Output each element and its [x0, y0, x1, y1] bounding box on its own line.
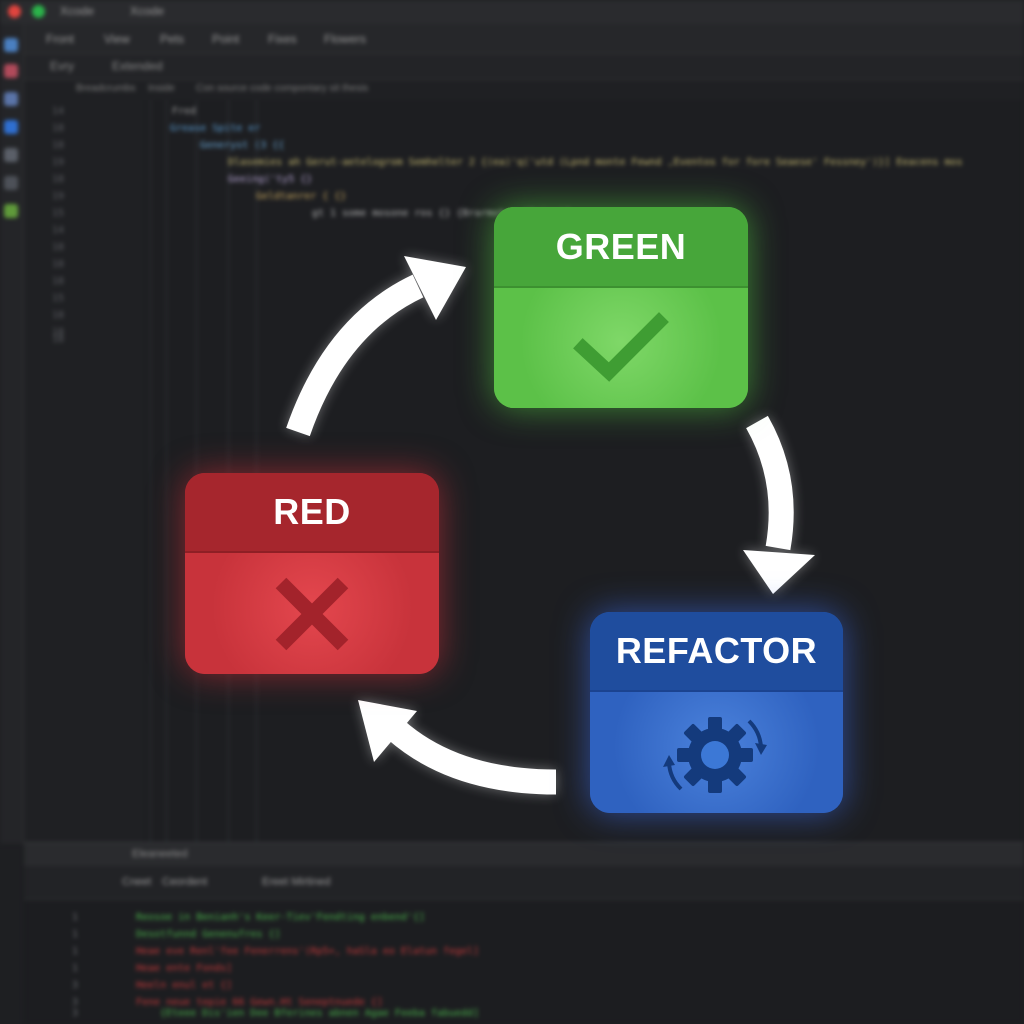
refactor-label: REFACTOR: [615, 630, 818, 671]
arrow-head-refactor: [743, 550, 815, 594]
code-line: Dlasemies ah Gerut-aetelogrom Semhelter …: [228, 157, 963, 168]
line-number: 15: [52, 293, 65, 304]
red-card-header: RED: [185, 473, 439, 553]
toolbar-item[interactable]: Evry: [50, 59, 74, 73]
console-line: Heeln enul et {]: [136, 980, 233, 991]
menu-item[interactable]: View: [104, 32, 130, 46]
console-line-number: 1: [72, 929, 79, 940]
panel-toolbar-item[interactable]: Cneet: [122, 876, 152, 888]
console-line: Reosoe in Benianh's Keer-Tiev'Fendting e…: [136, 912, 425, 923]
line-number: 18: [52, 174, 65, 185]
menu-item[interactable]: Front: [46, 32, 75, 46]
line-number: 18: [52, 140, 65, 151]
line-number: 15: [52, 208, 65, 219]
arrow-refactor-to-red: [387, 720, 557, 795]
console-line-number: 1: [72, 912, 79, 923]
editor-toolbar: Evry Extended: [24, 54, 1024, 80]
breadcrumb: Breadcrumbs Inside Con source code compo…: [24, 80, 1024, 100]
history-icon[interactable]: [4, 176, 18, 190]
source-control-icon[interactable]: [4, 92, 18, 106]
console-output[interactable]: 1 1 1 1 3 3 3 Reosoe in Benianh's Keer-T…: [24, 900, 1024, 1024]
red-card-body: [185, 553, 439, 674]
line-number: 18: [52, 310, 65, 321]
line-number: 18: [52, 123, 65, 134]
console-line-number: 1: [72, 963, 79, 974]
green-card-body: [494, 288, 748, 408]
code-line: Fred: [172, 106, 197, 117]
console-line: Desotfunnd Genenufres {]: [136, 929, 281, 940]
activity-bar: [0, 24, 24, 844]
line-number: 14: [52, 225, 65, 236]
code-line: gt 1 some mosone ros {} {Brarmoter (['in…: [312, 208, 571, 219]
breadcrumb-item[interactable]: Breadcrumbs: [76, 83, 136, 94]
line-number: 14: [52, 106, 65, 117]
console-line: Heae ente Fonds]: [136, 963, 233, 974]
line-number: 19: [52, 191, 65, 202]
refactor-card: REFACTOR: [590, 612, 843, 813]
console-line-number: 3: [72, 997, 79, 1008]
arrow-head-green: [404, 256, 466, 320]
panel-toolbar-item[interactable]: Ceordent: [162, 876, 208, 888]
line-number: 18: [52, 259, 65, 270]
gear-refresh-icon: [662, 716, 767, 793]
menu-item[interactable]: Pets: [160, 32, 185, 46]
refactor-card-body: [590, 692, 843, 813]
arrow-red-to-green: [286, 274, 424, 437]
console-line-number: 3: [72, 1008, 79, 1019]
indent-guide: [150, 100, 151, 842]
code-line: Geeing('ty5 {}: [228, 174, 313, 185]
bottom-panel-header: Eleaneeted: [24, 842, 1024, 866]
debug-icon[interactable]: [4, 120, 18, 134]
close-window-button[interactable]: [8, 5, 21, 18]
breadcrumb-item[interactable]: Con source code compontary sit thesis: [196, 83, 369, 94]
files-icon[interactable]: [4, 38, 18, 52]
line-number: 18: [52, 242, 65, 253]
green-card: GREEN: [494, 207, 748, 408]
line-number-gutter: 14 18 18 19 18 19 15 14 18 18 18 15 18 1…: [24, 100, 144, 842]
menu-bar: Front View Pets Point Fixes Flowers: [24, 24, 1024, 54]
line-number: 18: [52, 276, 65, 287]
bottom-panel-toolbar: Cneet Ceordent Ereet Mirtined: [24, 866, 1024, 900]
arrow-green-to-refactor: [746, 415, 794, 551]
console-line: Heae eve Renl'fee Fenerrens'(Rp5+, haSla…: [136, 946, 480, 957]
arrow-head-red: [358, 700, 417, 762]
breadcrumb-item[interactable]: Inside: [148, 83, 175, 94]
code-line: Geldtanrer { {}: [256, 191, 347, 202]
menu-item[interactable]: Flowers: [324, 32, 367, 46]
indent-guide: [228, 100, 229, 842]
line-number: 18: [52, 327, 65, 338]
extensions-icon[interactable]: [4, 148, 18, 162]
refactor-card-header: REFACTOR: [590, 612, 843, 692]
tests-icon[interactable]: [4, 204, 18, 218]
title-bar: Xcode Xcode: [0, 0, 1024, 24]
menu-item[interactable]: Point: [212, 32, 240, 46]
panel-toolbar-item[interactable]: Ereet Mirtined: [262, 876, 331, 888]
line-number: 18: [52, 334, 65, 345]
red-label: RED: [273, 491, 351, 532]
title-tab-1[interactable]: Xcode: [60, 4, 95, 18]
red-card: RED: [185, 473, 439, 674]
checkmark-icon: [573, 312, 669, 382]
toolbar-item[interactable]: Extended: [112, 59, 163, 73]
panel-title[interactable]: Eleaneeted: [132, 848, 188, 860]
code-line: Generyst (3 {{: [200, 140, 285, 151]
code-line: Grease Spite er: [170, 123, 261, 134]
title-tab-2[interactable]: Xcode: [130, 4, 165, 18]
console-line: {Eteee Dis'ien Dee Bferines abnen Agae F…: [160, 1008, 480, 1019]
green-label: GREEN: [555, 225, 687, 267]
zoom-window-button[interactable]: [32, 5, 45, 18]
indent-guide: [256, 100, 257, 842]
console-line-number: 1: [72, 946, 79, 957]
cross-icon: [275, 577, 349, 650]
menu-item[interactable]: Fixes: [268, 32, 297, 46]
console-line: Fene neue tepie 66 Gewn.Ht Seneptnuede {…: [136, 997, 383, 1008]
indent-guide: [196, 100, 197, 842]
indent-guide: [166, 100, 167, 842]
search-icon[interactable]: [4, 64, 18, 78]
console-line-number: 3: [72, 980, 79, 991]
line-number: 19: [52, 157, 65, 168]
green-card-header: GREEN: [494, 207, 748, 288]
